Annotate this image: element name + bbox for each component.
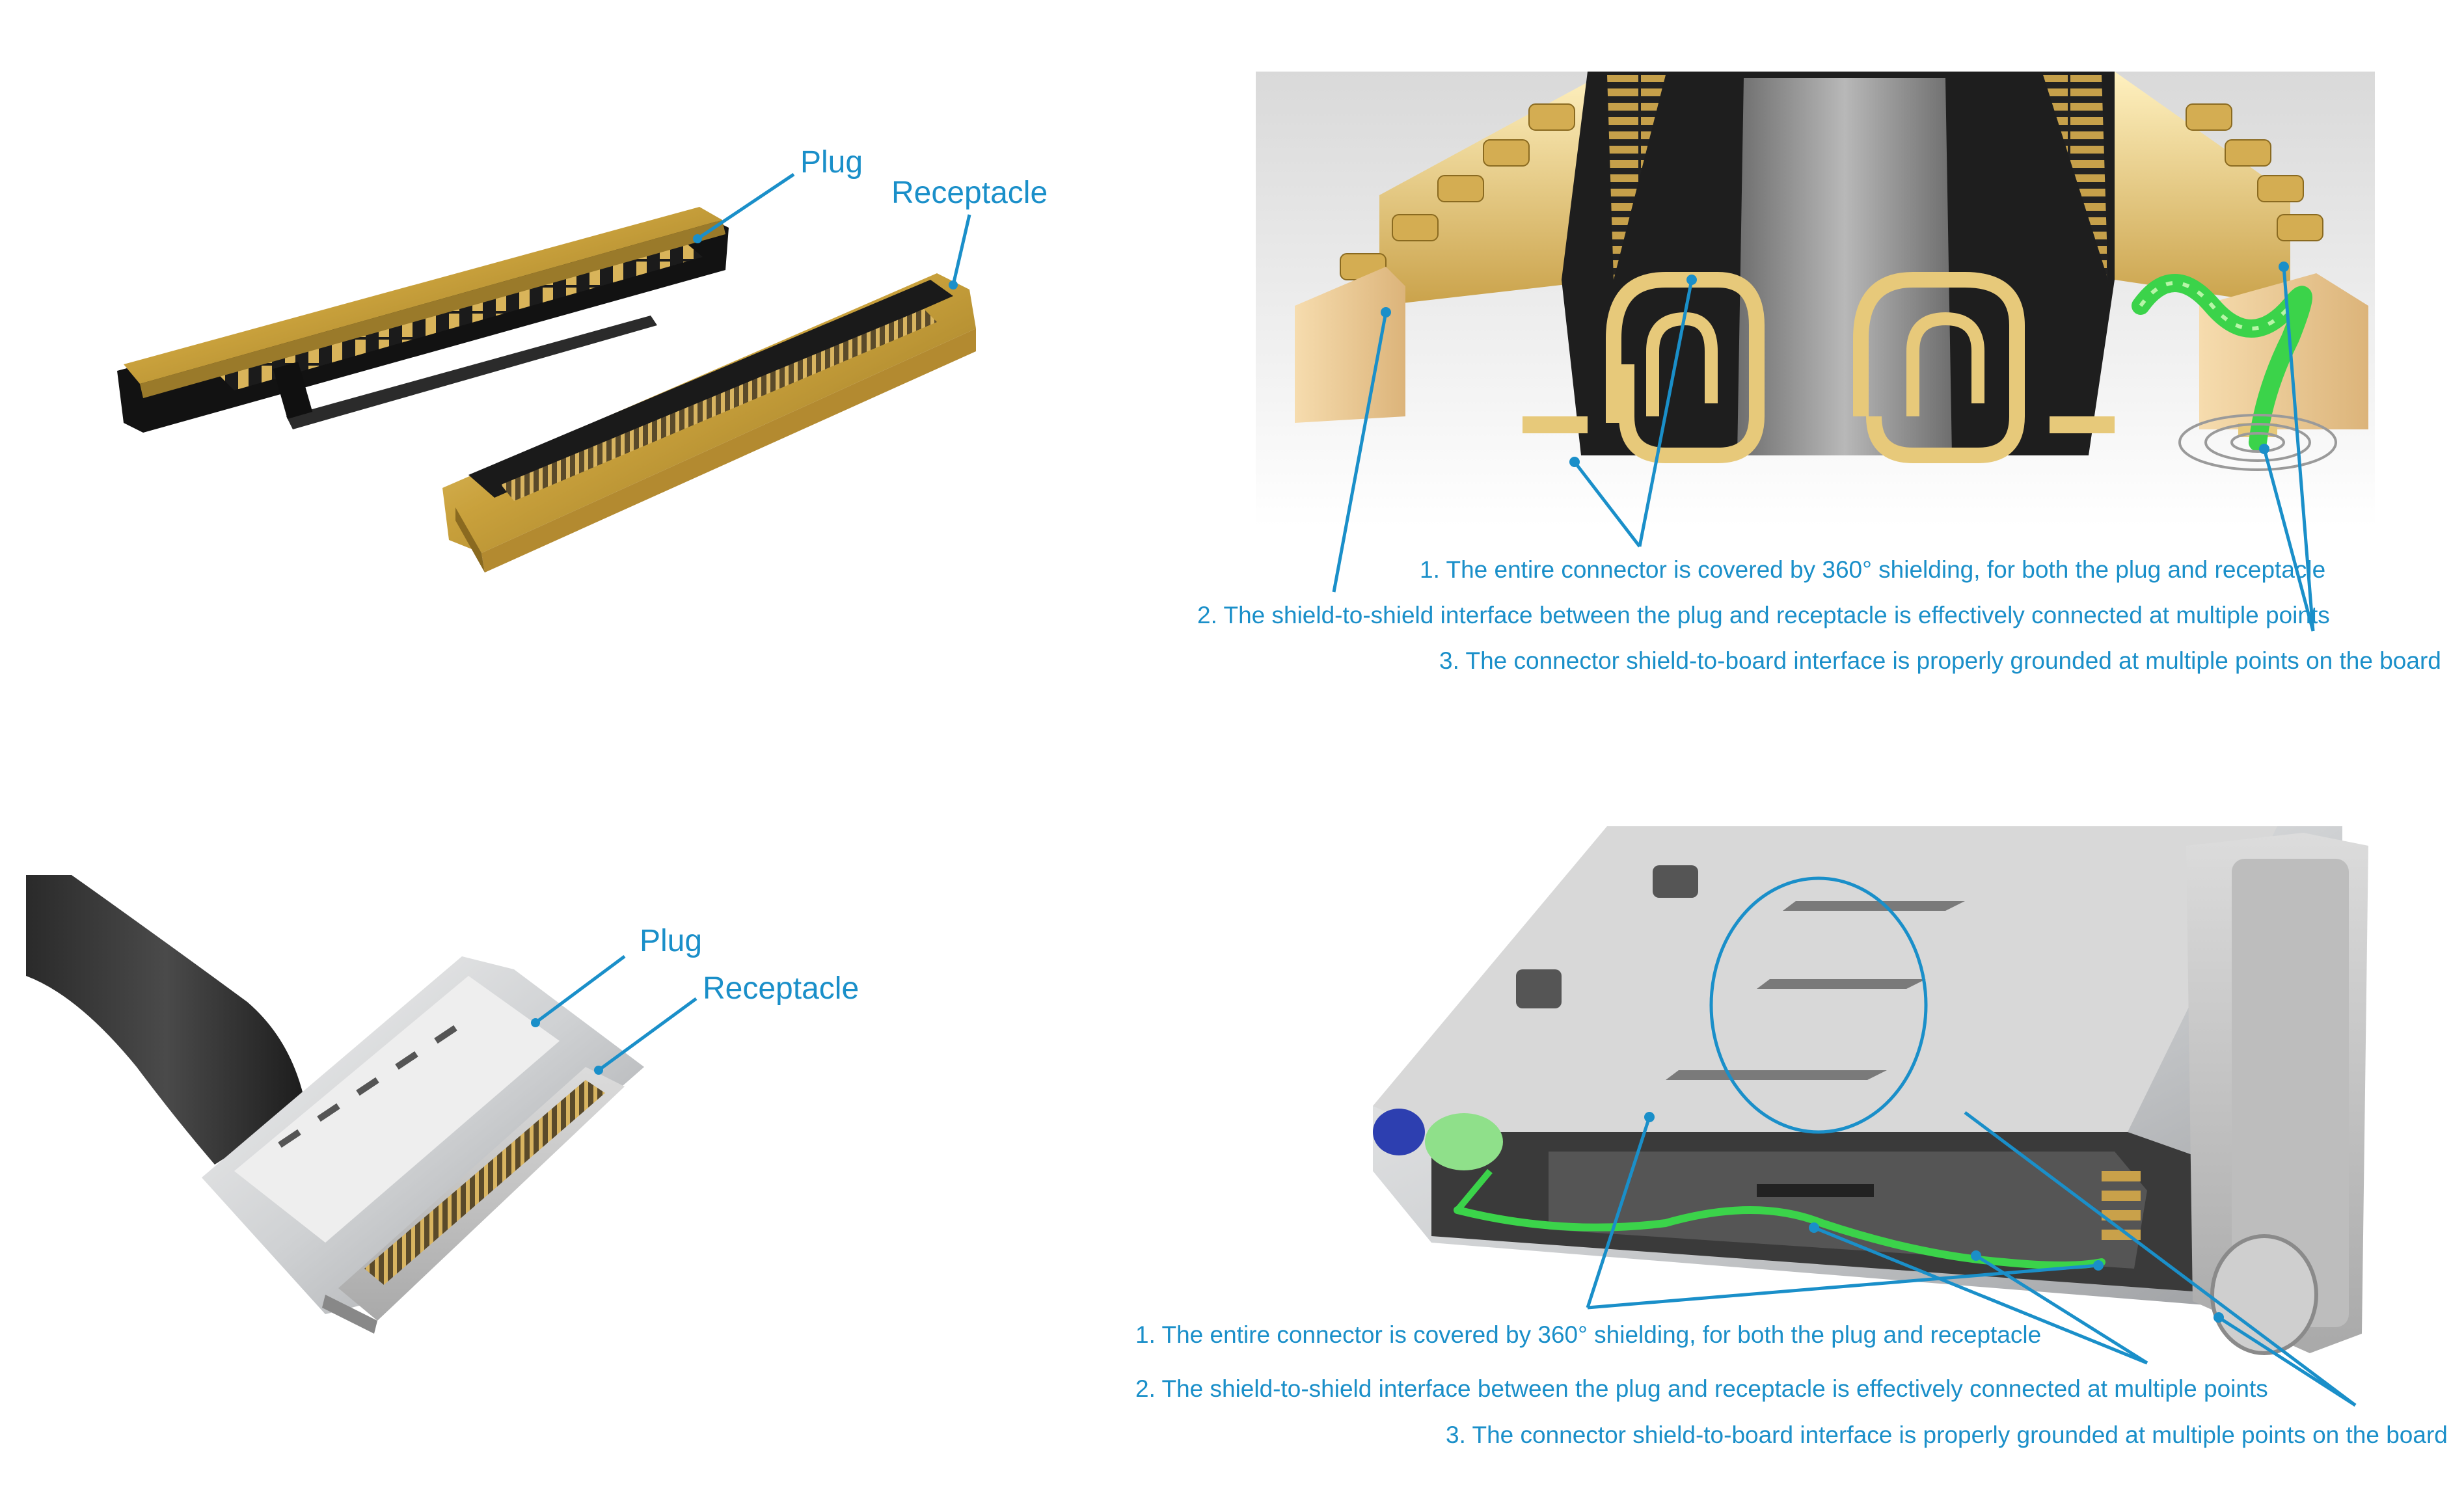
bottom-right-callout-lines xyxy=(1586,1111,2357,1407)
plug-callout: Plug xyxy=(531,924,702,1027)
top-left-panel: Plug Receptacle xyxy=(117,145,1048,573)
plug-label: Plug xyxy=(640,924,702,958)
shielding-note-2: 2. The shield-to-shield interface betwee… xyxy=(1197,602,2330,628)
shielding-note-1: 1. The entire connector is covered by 36… xyxy=(1420,556,2325,583)
shielding-note-3: 3. The connector shield-to-board interfa… xyxy=(1439,647,2441,674)
plug-callout: Plug xyxy=(693,145,863,243)
receptacle-label: Receptacle xyxy=(891,176,1048,210)
receptacle-connector-image xyxy=(442,273,976,573)
cross-section-image xyxy=(1256,72,2375,527)
shielding-note-1: 1. The entire connector is covered by 36… xyxy=(1135,1321,2041,1348)
receptacle-callout: Receptacle xyxy=(594,971,859,1075)
bottom-right-panel: 1. The entire connector is covered by 36… xyxy=(1135,826,2448,1448)
cable-plug-image xyxy=(26,875,644,1334)
mated-connector-image xyxy=(1373,826,2368,1355)
receptacle-callout: Receptacle xyxy=(891,176,1048,290)
plug-connector-image xyxy=(117,207,729,433)
bottom-left-panel: Plug Receptacle xyxy=(26,875,859,1334)
top-right-callout-lines xyxy=(1332,266,2315,632)
shielding-note-2: 2. The shield-to-shield interface betwee… xyxy=(1135,1375,2268,1402)
plug-label: Plug xyxy=(800,145,863,180)
shielding-note-3: 3. The connector shield-to-board interfa… xyxy=(1446,1422,2448,1448)
top-right-panel: 1. The entire connector is covered by 36… xyxy=(1197,72,2441,674)
receptacle-label: Receptacle xyxy=(703,971,859,1006)
